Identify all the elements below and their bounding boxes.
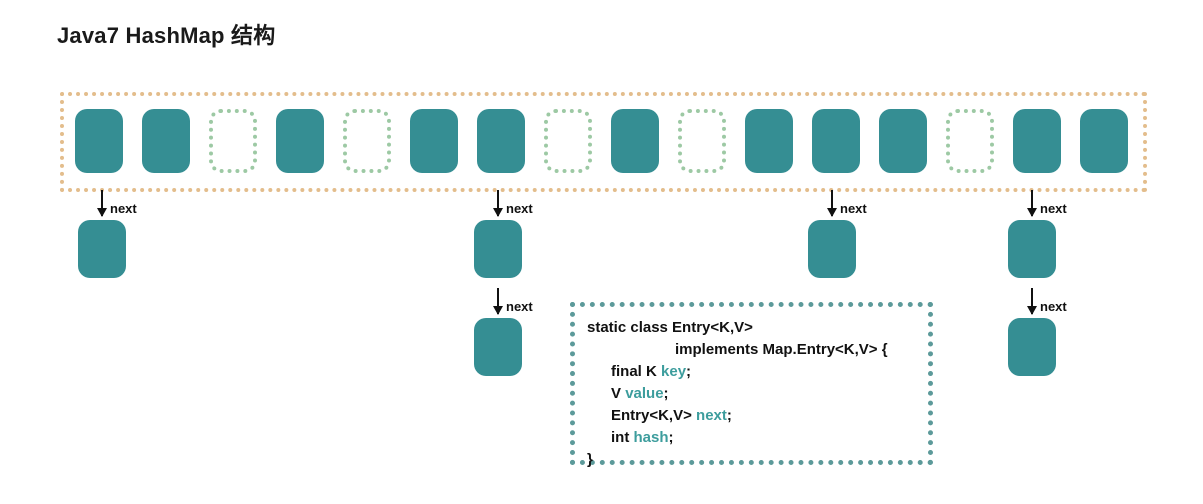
- code-line-3-suffix: ;: [686, 363, 692, 380]
- code-line-7: }: [587, 451, 593, 468]
- next-label-chain2-link0: next: [840, 201, 867, 216]
- bucket-cell-9[interactable]: [678, 109, 726, 173]
- entry-node-chain1-1[interactable]: [474, 318, 522, 376]
- bucket-cell-12[interactable]: [879, 109, 927, 173]
- bucket-cell-11[interactable]: [812, 109, 860, 173]
- page-title: Java7 HashMap 结构: [57, 23, 276, 48]
- code-line-3-field: key: [661, 363, 687, 380]
- next-arrow-chain0-link0: [97, 190, 107, 217]
- bucket-cell-13[interactable]: [946, 109, 994, 173]
- code-line-6-prefix: int: [611, 429, 634, 446]
- entry-class-code-box: static class Entry<K,V> implements Map.E…: [570, 302, 933, 468]
- code-line-1: static class Entry<K,V>: [587, 319, 753, 336]
- bucket-cell-0[interactable]: [75, 109, 123, 173]
- bucket-array-container: [60, 92, 1147, 192]
- bucket-cell-8[interactable]: [611, 109, 659, 173]
- entry-node-chain3-1[interactable]: [1008, 318, 1056, 376]
- next-label-chain3-link1: next: [1040, 299, 1067, 314]
- code-line-4: V value;: [587, 383, 928, 405]
- code-line-6-field: hash: [633, 429, 669, 446]
- bucket-cell-1[interactable]: [142, 109, 190, 173]
- bucket-cell-5[interactable]: [410, 109, 458, 173]
- code-line-5-field: next: [696, 407, 727, 424]
- bucket-cell-15[interactable]: [1080, 109, 1128, 173]
- bucket-cell-4[interactable]: [343, 109, 391, 173]
- bucket-cell-6[interactable]: [477, 109, 525, 173]
- code-line-5-suffix: ;: [726, 407, 732, 424]
- code-line-4-suffix: ;: [663, 385, 669, 402]
- next-arrow-chain1-link1: [493, 288, 503, 315]
- next-arrow-chain3-link0: [1027, 190, 1037, 217]
- code-line-6-suffix: ;: [668, 429, 674, 446]
- code-line-4-field: value: [625, 385, 664, 402]
- entry-node-chain2-0[interactable]: [808, 220, 856, 278]
- next-label-chain0-link0: next: [110, 201, 137, 216]
- entry-node-chain1-0[interactable]: [474, 220, 522, 278]
- bucket-cell-list: [75, 109, 1128, 173]
- code-line-5: Entry<K,V> next;: [587, 405, 928, 427]
- bucket-cell-10[interactable]: [745, 109, 793, 173]
- code-line-2: implements Map.Entry<K,V> {: [675, 341, 888, 358]
- entry-node-chain0-0[interactable]: [78, 220, 126, 278]
- next-arrow-chain1-link0: [493, 190, 503, 217]
- code-line-3: final K key;: [587, 361, 928, 383]
- next-arrow-chain3-link1: [1027, 288, 1037, 315]
- entry-node-chain3-0[interactable]: [1008, 220, 1056, 278]
- bucket-cell-2[interactable]: [209, 109, 257, 173]
- code-line-5-prefix: Entry<K,V>: [611, 407, 697, 424]
- next-label-chain1-link0: next: [506, 201, 533, 216]
- code-line-4-prefix: V: [611, 385, 626, 402]
- bucket-cell-14[interactable]: [1013, 109, 1061, 173]
- next-label-chain3-link0: next: [1040, 201, 1067, 216]
- next-label-chain1-link1: next: [506, 299, 533, 314]
- code-line-6: int hash;: [587, 427, 928, 449]
- next-arrow-chain2-link0: [827, 190, 837, 217]
- bucket-cell-3[interactable]: [276, 109, 324, 173]
- code-line-3-prefix: final K: [611, 363, 662, 380]
- bucket-cell-7[interactable]: [544, 109, 592, 173]
